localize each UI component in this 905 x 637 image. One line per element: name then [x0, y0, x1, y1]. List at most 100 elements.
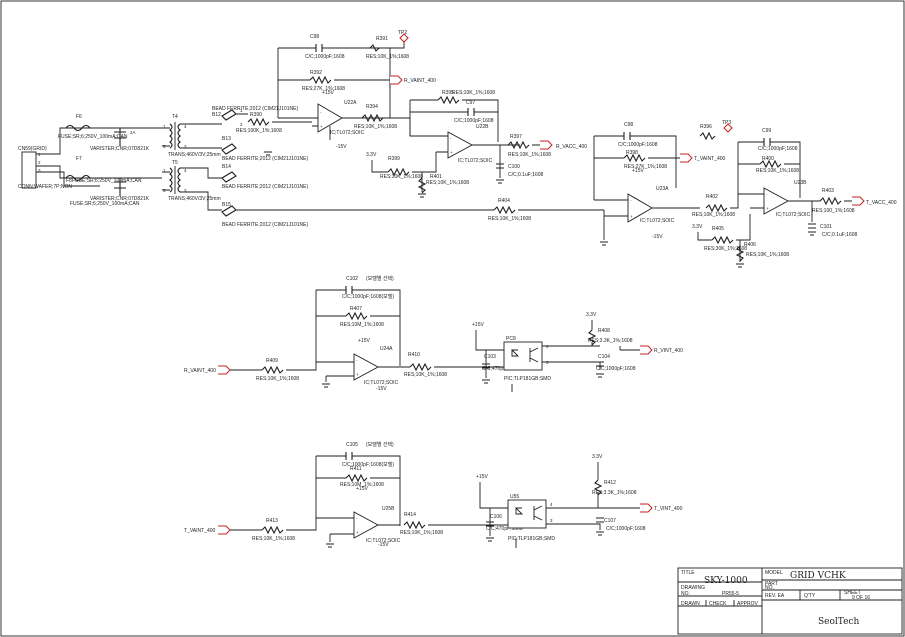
t-vacc-label: T_VACC_400	[866, 200, 897, 206]
r390-ref: R390	[250, 112, 262, 118]
c106-ref: C106	[490, 514, 502, 520]
f7-ref: F7	[76, 156, 82, 162]
r412-ref: R412	[604, 480, 616, 486]
resistor-r392	[309, 75, 332, 85]
r405-ref: R405	[712, 226, 724, 232]
resistor-r413	[261, 525, 284, 535]
c98b-value: C/C;1000pF;1608	[618, 142, 658, 148]
r-vaint-in-label: R_VAINT_400	[184, 368, 216, 374]
svg-text:-: -	[450, 136, 452, 141]
u25b-pos15: +15V	[356, 486, 368, 492]
drawing-no-label: NO.	[681, 591, 690, 597]
c98-value: C/C;1000pF;1608	[305, 54, 345, 60]
c107-ref: C107	[604, 518, 616, 524]
c98-ref: C98	[310, 34, 319, 40]
resistor-r390	[247, 117, 270, 127]
t-vint-port	[640, 503, 653, 513]
qty-label: Q'TY	[804, 593, 816, 599]
svg-text:3: 3	[550, 518, 553, 523]
t-vaint-port	[680, 153, 693, 163]
t4-value: TRANS;460V/3V;25mm	[168, 152, 221, 158]
svg-text:4: 4	[184, 124, 187, 129]
resistor-r394	[361, 113, 384, 123]
svg-text:5: 5	[163, 188, 166, 193]
svg-text:-: -	[356, 358, 358, 363]
bead-in-wires	[200, 123, 222, 211]
b14-ref: B14	[222, 164, 231, 170]
u23a-neg15: -15V	[652, 234, 663, 240]
model-label: MODEL	[765, 570, 783, 576]
u24a-pos15: +15V	[358, 338, 370, 344]
svg-text:+: +	[630, 214, 633, 219]
r399-ref: R399	[388, 156, 400, 162]
c102-note: (모델별 선택)	[366, 275, 394, 282]
f8-value: FUSE;SR;6;250V_100mA;CAN	[70, 201, 140, 207]
cap-c101	[808, 223, 816, 229]
r-vint-port	[640, 345, 653, 355]
resistor-r409	[261, 365, 284, 375]
middle-section: C102 (모델별 선택) C/C;1000pF;1608(모델) R407 R…	[184, 275, 683, 392]
t4-secondary	[177, 123, 181, 149]
photocoupler-u55	[507, 499, 547, 529]
b13-ref: B13	[222, 136, 231, 142]
c104-ref: C104	[598, 354, 610, 360]
resistor-r408	[587, 329, 597, 346]
r390-value: RES;100K_1%;1608	[236, 128, 282, 134]
r403-ref: R403	[822, 188, 834, 194]
r398-ref: R398	[626, 150, 638, 156]
u22a-pos15: +15V	[322, 90, 334, 96]
t4-wires	[162, 123, 200, 149]
svg-text:3: 3	[184, 188, 187, 193]
drawn-label: DRAWN	[681, 601, 700, 607]
cap-c103	[482, 363, 490, 369]
r414-ref: R414	[404, 512, 416, 518]
f7-value: FUSE;SR;6;250V_100mA;CAN	[72, 178, 142, 184]
c100-value: C/C;0.1uF;1608	[508, 172, 544, 178]
b13-value: BEAD FERRITE;2012 (CIM21J101NE)	[222, 156, 308, 162]
t5-ref: T5	[172, 160, 178, 166]
u55-ref: U55	[510, 494, 519, 500]
svg-text:+: +	[356, 372, 359, 377]
tp2-marker	[399, 33, 409, 43]
t4-ref: T4	[172, 114, 178, 120]
cap-c97	[467, 108, 475, 116]
svg-text:1: 1	[163, 124, 166, 129]
bead-b14: B14 BEAD FERRITE;2012 (CIM21J101NE)	[221, 164, 308, 190]
pc8-ref: PC8	[506, 336, 516, 342]
r396-ref: R396	[700, 124, 712, 130]
model-value: GRID VCHK	[790, 571, 846, 581]
v33-label-mid: 3.3V	[586, 312, 597, 318]
r404-ref: R404	[498, 198, 510, 204]
pc8-value: PIC;TLP181GB;SMD	[504, 376, 551, 382]
resistor-r405	[711, 235, 734, 245]
cap-c104	[596, 361, 604, 367]
c97-value: C/C;1000pF;1608	[454, 118, 494, 124]
cap-c100	[496, 163, 504, 169]
svg-text:-: -	[766, 192, 768, 197]
c99-ref: C99	[762, 128, 771, 134]
svg-text:+: +	[320, 124, 323, 129]
svg-text:1: 1	[163, 168, 166, 173]
f8-ref: F8	[66, 178, 72, 184]
r410-value: RES;10K_1%;1608	[404, 372, 447, 378]
r-vaint-label: R_VAINT_400	[404, 78, 436, 84]
r391-value: RES;10K_1%;1608	[366, 54, 409, 60]
u22a-neg15: -15V	[336, 144, 347, 150]
cap-c107	[596, 517, 604, 523]
sheet-label: SHEET	[844, 590, 861, 596]
c105-ref: C105	[346, 442, 358, 448]
resistor-r411	[345, 473, 368, 483]
v33-label-bot: 3.3V	[592, 454, 603, 460]
u22b-feedback-wires	[409, 99, 499, 142]
c99-value: C/C;1000pF;1608	[758, 146, 798, 152]
r401-value: RES;10K_1%;1608	[426, 180, 469, 186]
resistor-r403	[819, 196, 842, 206]
u22b-value: IC;TL072;SOIC	[458, 158, 493, 164]
tp3-label: TP3	[722, 120, 731, 126]
r413-value: RES;10K_1%;1608	[252, 536, 295, 542]
r394-ref: R394	[366, 104, 378, 110]
cn59-value: CONN;WAFER;7P;NON	[18, 184, 72, 190]
c103-value: C/C;470pF;1608	[482, 366, 519, 372]
check-label: CHECK	[709, 601, 727, 607]
